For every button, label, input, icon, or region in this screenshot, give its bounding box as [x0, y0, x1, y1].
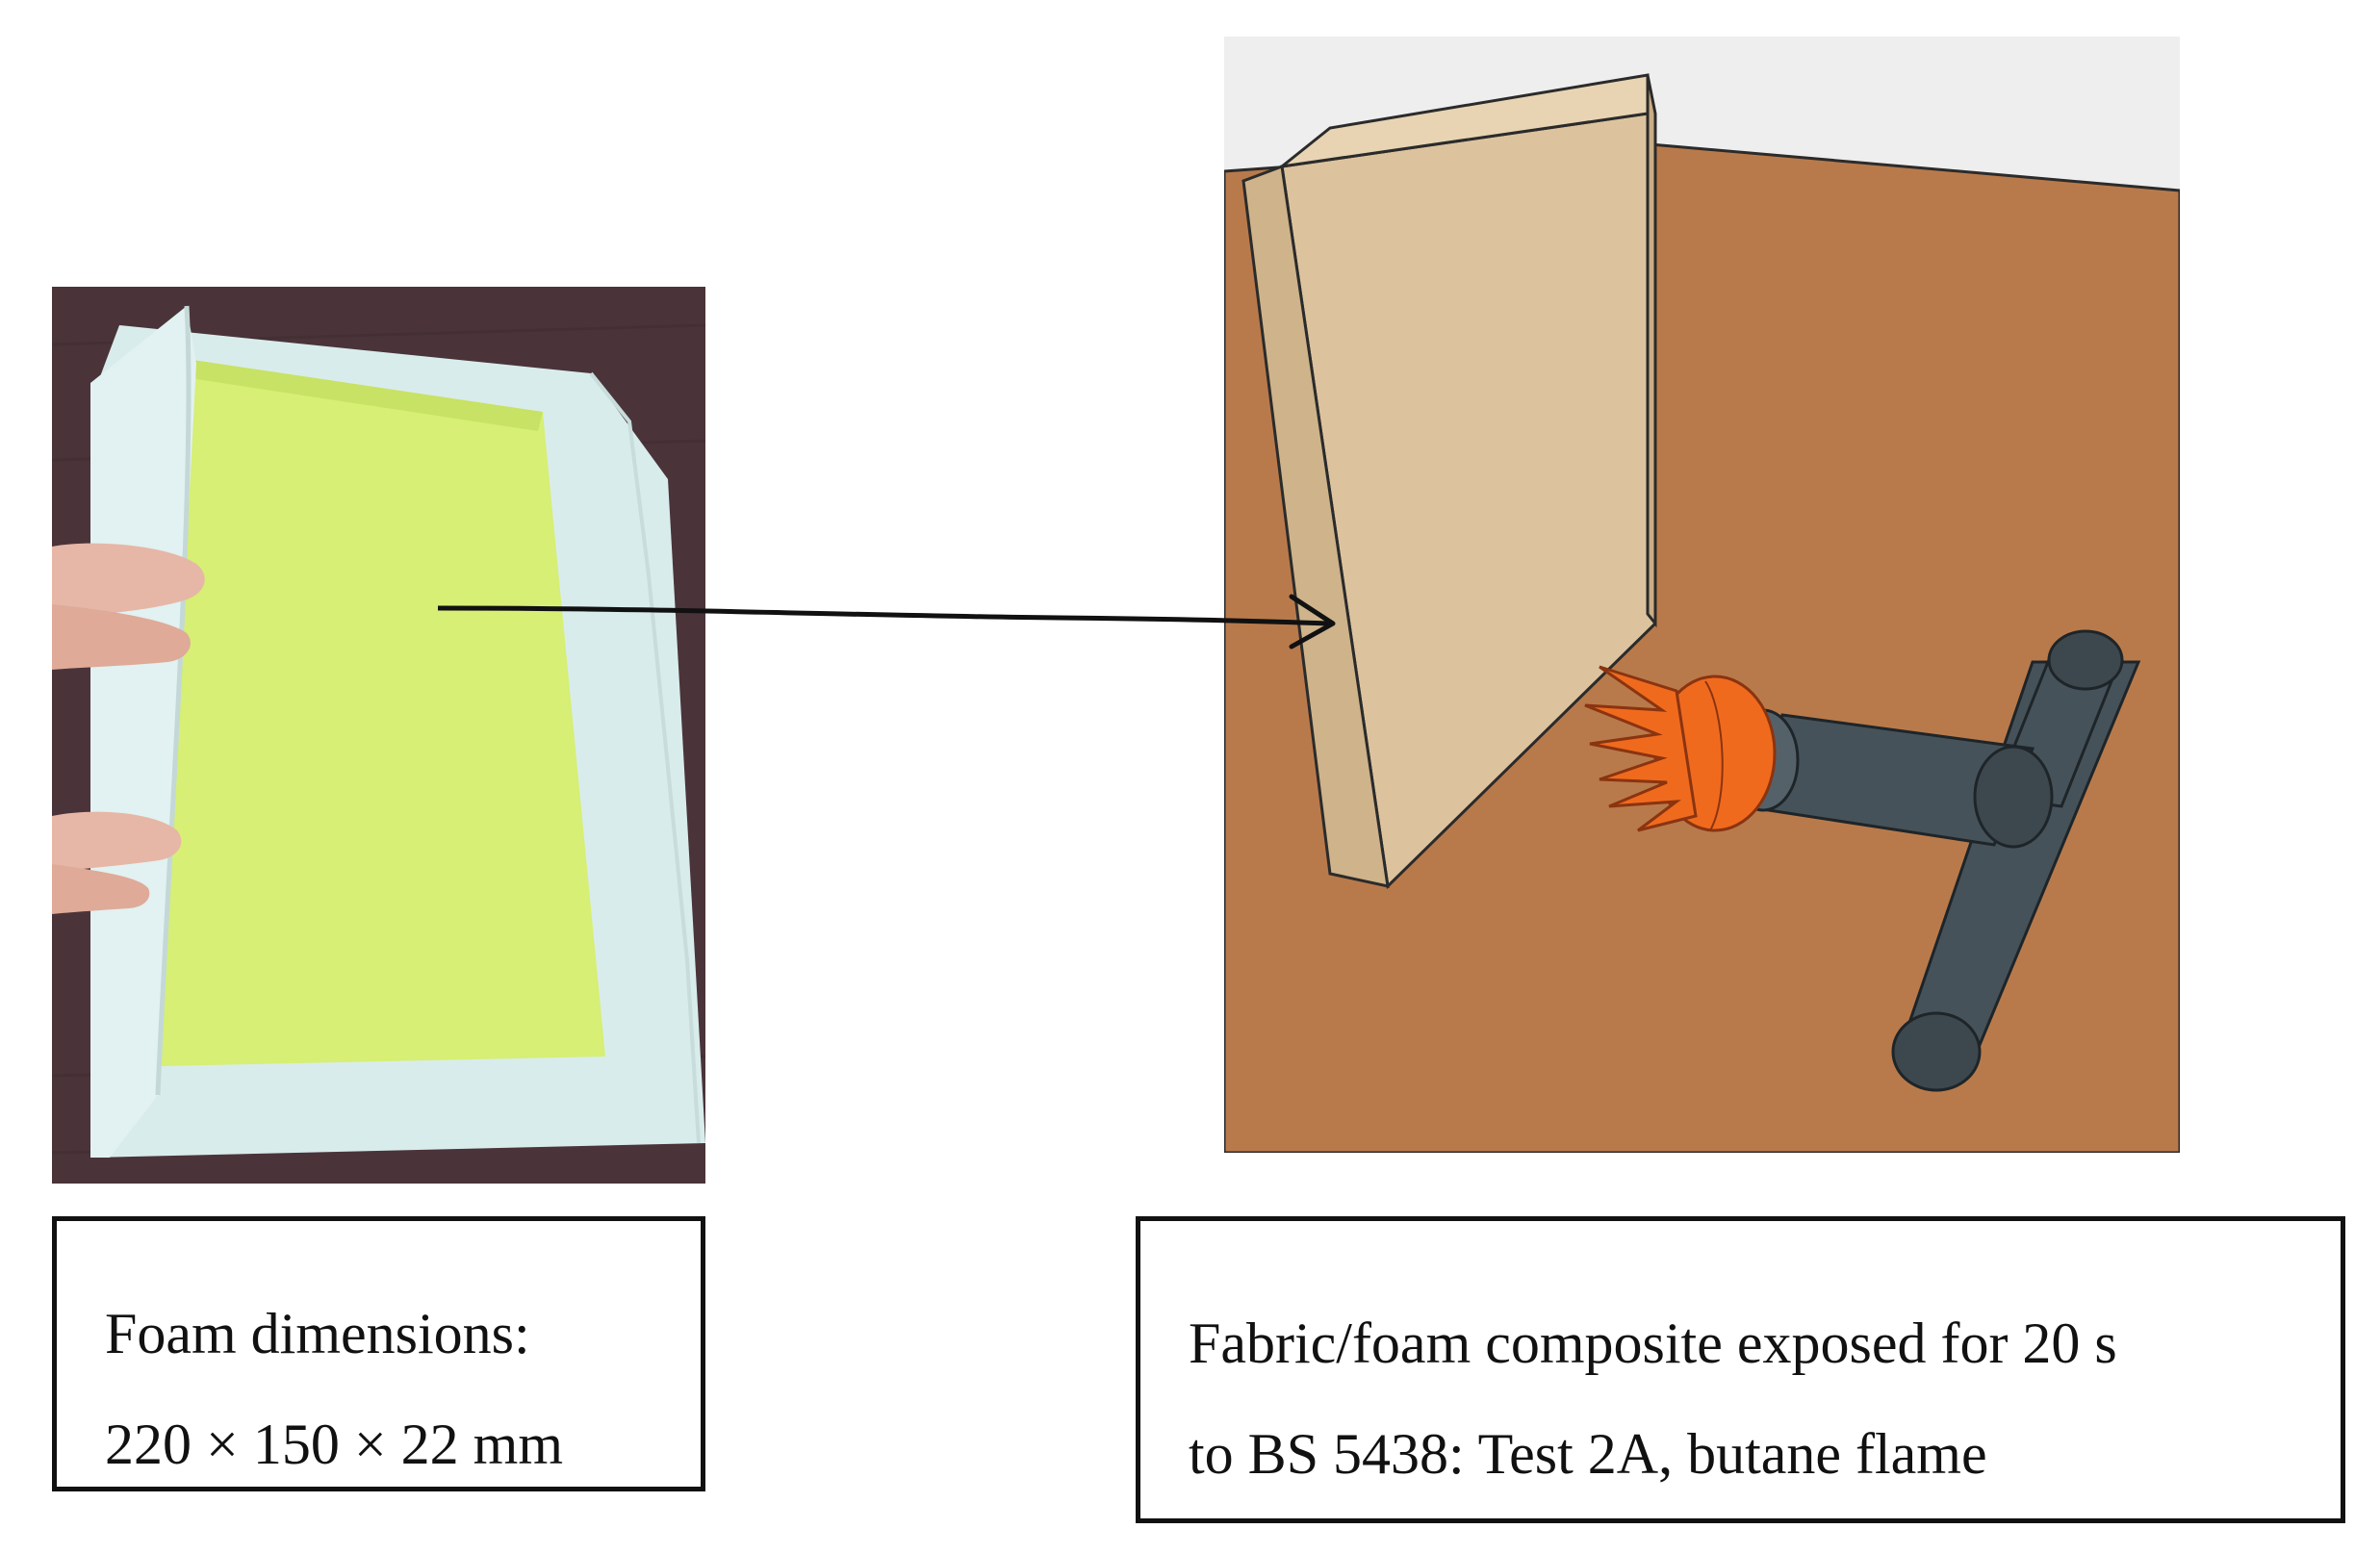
- caption-right-line2: to BS 5438: Test 2A, butane flame: [1189, 1422, 1987, 1486]
- foam-sample-edge: [192, 360, 543, 431]
- fabric-fold: [90, 306, 196, 1158]
- foam-panel-side: [1241, 164, 1390, 888]
- caption-left-line2: 220 × 150 × 22 mm: [105, 1413, 564, 1476]
- caption-exposure: Fabric/foam composite exposed for 20 s t…: [1136, 1216, 2345, 1523]
- fold-crease: [155, 305, 192, 1096]
- test-setup-render: [1224, 37, 2180, 1153]
- caption-foam-dimensions: Foam dimensions: 220 × 150 × 22 mm: [52, 1216, 705, 1491]
- foam-sample: [160, 360, 605, 1066]
- foam-panel-edge: [1646, 74, 1657, 628]
- hand: [52, 543, 205, 914]
- fabric-edge: [589, 371, 701, 1144]
- caption-right-line1: Fabric/foam composite exposed for 20 s: [1189, 1312, 2117, 1375]
- foam-sample-photo: [52, 287, 705, 1184]
- flame: [1584, 665, 1777, 832]
- caption-left-line1: Foam dimensions:: [105, 1302, 530, 1365]
